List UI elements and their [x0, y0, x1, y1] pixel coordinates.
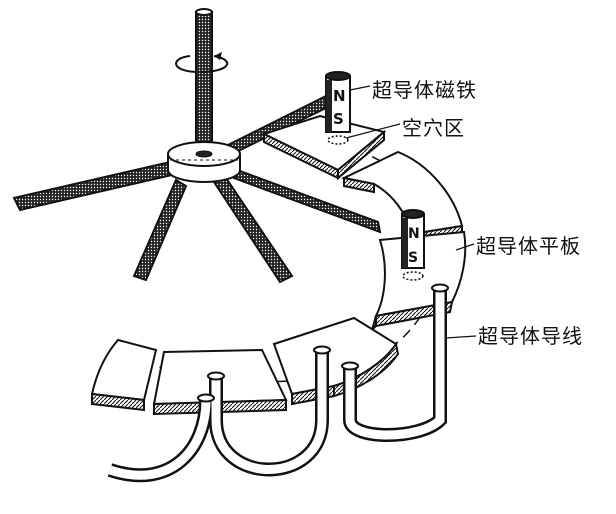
magnet-2-south-label: S — [408, 250, 418, 266]
plate-1 — [261, 114, 387, 181]
leader-lines — [345, 85, 477, 339]
rotation-arrow-icon — [175, 52, 229, 74]
plate-6 — [90, 338, 158, 412]
magnet-1-north-label: N — [333, 87, 346, 105]
plate-4 — [272, 316, 400, 406]
label-hole-region: 空穴区 — [402, 116, 465, 140]
magnet-2-north-label: N — [408, 226, 420, 242]
superconductor-magnet-1: N S — [325, 71, 351, 145]
magnet-1-south-label: S — [333, 110, 344, 128]
spokes — [12, 94, 382, 284]
hole-region-2 — [402, 271, 424, 281]
superconductor-wires — [107, 283, 449, 483]
central-shaft — [195, 8, 213, 157]
label-superconductor-wire: 超导体导线 — [478, 324, 583, 348]
hole-region-1 — [327, 135, 349, 145]
hub — [167, 141, 241, 183]
superconductor-magnet-2: N S — [401, 209, 425, 281]
label-superconductor-magnet: 超导体磁铁 — [372, 78, 477, 102]
label-superconductor-plate: 超导体平板 — [476, 234, 581, 258]
